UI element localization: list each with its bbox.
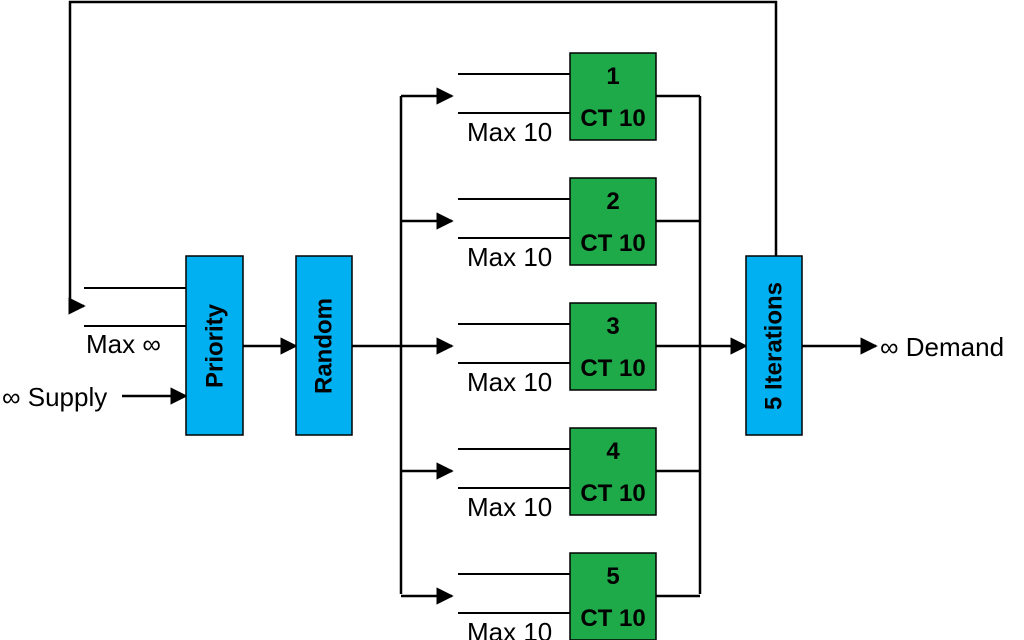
station-max-label: Max 10 [467, 492, 552, 522]
station-max-label: Max 10 [467, 117, 552, 147]
station-box [569, 552, 657, 640]
station-number: 2 [606, 188, 619, 215]
station-1: Max 10 1 CT 10 [401, 52, 700, 147]
station-number: 5 [606, 563, 619, 590]
station-number: 4 [606, 438, 620, 465]
station-3: Max 10 3 CT 10 [401, 302, 700, 397]
station-ct-label: CT 10 [580, 230, 645, 257]
station-number: 1 [606, 63, 619, 90]
random-block: Random [295, 255, 353, 436]
station-ct-label: CT 10 [580, 105, 645, 132]
station-number: 3 [606, 313, 619, 340]
station-max-label: Max 10 [467, 617, 552, 640]
station-box [569, 177, 657, 266]
priority-block-label: Priority [202, 303, 229, 388]
random-block-label: Random [311, 298, 338, 394]
queue-max-label: Max ∞ [86, 329, 161, 359]
station-ct-label: CT 10 [580, 355, 645, 382]
demand-label: ∞ Demand [880, 332, 1004, 362]
iterations-block-box [745, 255, 803, 436]
station-box [569, 52, 657, 141]
feedback-loop-line [68, 0, 778, 315]
priority-block-box [185, 255, 244, 436]
station-box [569, 427, 657, 516]
priority-block: Priority [185, 255, 244, 436]
iterations-block: 5 Iterations [745, 255, 803, 436]
supply-label: ∞ Supply [2, 382, 107, 412]
station-max-label: Max 10 [467, 242, 552, 272]
iterations-block-label: 5 Iterations [761, 282, 788, 410]
station-5: Max 10 5 CT 10 [401, 552, 700, 640]
station-max-label: Max 10 [467, 367, 552, 397]
random-block-box [295, 255, 353, 436]
station-ct-label: CT 10 [580, 605, 645, 632]
station-ct-label: CT 10 [580, 480, 645, 507]
station-2: Max 10 2 CT 10 [401, 177, 700, 272]
station-4: Max 10 4 CT 10 [401, 427, 700, 522]
